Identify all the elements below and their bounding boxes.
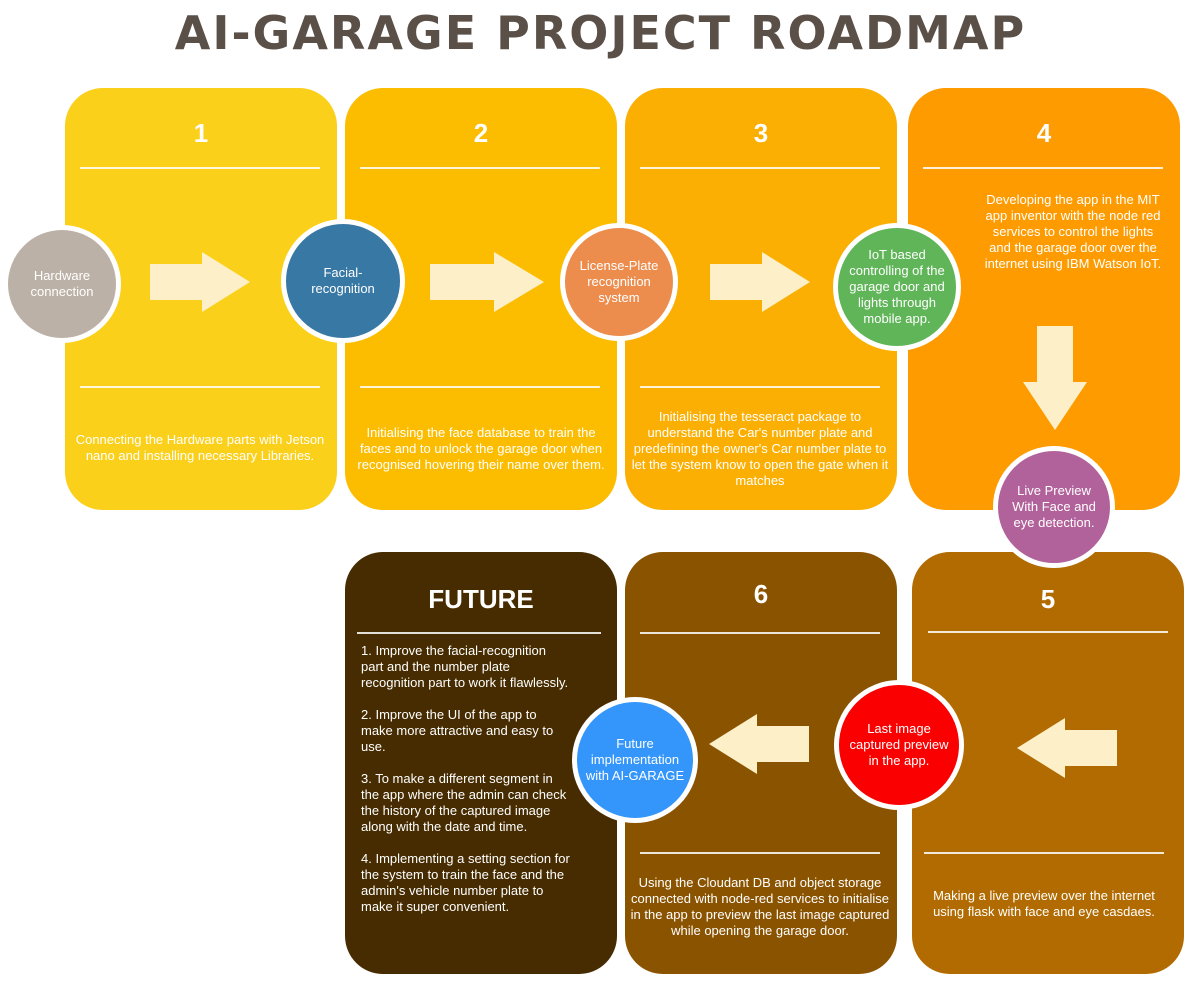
node-facial-recognition: Facial-recognition bbox=[281, 219, 405, 343]
page-title: AI-GARAGE PROJECT ROADMAP bbox=[174, 6, 1027, 60]
node-hardware-connection: Hardware connection bbox=[3, 225, 121, 343]
future-title: FUTURE bbox=[428, 584, 534, 614]
card-description: Connecting the Hardware parts with Jetso… bbox=[75, 432, 325, 463]
divider bbox=[928, 631, 1168, 633]
card-number: 1 bbox=[193, 118, 209, 148]
divider bbox=[360, 386, 600, 388]
node-live-preview: Live Preview With Face and eye detection… bbox=[993, 446, 1115, 568]
divider bbox=[640, 632, 880, 634]
divider bbox=[640, 386, 880, 388]
arrow-right-icon bbox=[150, 252, 250, 312]
node-label: IoT based controlling of the garage door… bbox=[849, 247, 945, 326]
card-description: Making a live preview over the internet … bbox=[933, 888, 1155, 919]
divider bbox=[360, 167, 600, 169]
card-description: Initialising the tesseract package to un… bbox=[631, 409, 889, 488]
arrow-right-icon bbox=[430, 252, 544, 312]
future-card: FUTURE 1. Improve the facial-recognition… bbox=[345, 552, 617, 974]
card-description: Initialising the face database to train … bbox=[357, 425, 605, 472]
divider bbox=[640, 167, 880, 169]
card-number: 6 bbox=[753, 579, 769, 609]
node-label: License-Plate recognition system bbox=[579, 258, 659, 305]
card-number: 3 bbox=[753, 118, 769, 148]
node-label: Future implementation with AI-GARAGE bbox=[585, 736, 685, 783]
node-iot-control: IoT based controlling of the garage door… bbox=[833, 223, 961, 351]
future-list: 1. Improve the facial-recognition part a… bbox=[361, 643, 571, 931]
card-description: Using the Cloudant DB and object storage… bbox=[630, 875, 890, 938]
arrow-down-icon bbox=[1023, 326, 1087, 430]
node-future-implementation: Future implementation with AI-GARAGE bbox=[572, 697, 698, 823]
node-license-plate: License-Plate recognition system bbox=[560, 223, 678, 341]
node-label: Hardware connection bbox=[30, 268, 94, 299]
node-label: Last image captured preview in the app. bbox=[849, 721, 949, 768]
future-item: 1. Improve the facial-recognition part a… bbox=[361, 643, 569, 690]
card-number: 4 bbox=[1036, 118, 1052, 148]
arrow-right-icon bbox=[710, 252, 810, 312]
card-description: Developing the app in the MIT app invent… bbox=[984, 192, 1162, 271]
card-number: 2 bbox=[473, 118, 489, 148]
node-label: Live Preview With Face and eye detection… bbox=[1012, 483, 1096, 530]
future-item: 2. Improve the UI of the app to make mor… bbox=[361, 707, 554, 754]
arrow-left-icon bbox=[1017, 718, 1117, 778]
divider bbox=[357, 632, 601, 634]
divider bbox=[80, 386, 320, 388]
divider bbox=[923, 167, 1163, 169]
node-last-image: Last image captured preview in the app. bbox=[834, 680, 964, 810]
card-number: 5 bbox=[1040, 584, 1056, 614]
divider bbox=[924, 852, 1164, 854]
node-label: Facial-recognition bbox=[311, 265, 375, 296]
divider bbox=[80, 167, 320, 169]
divider bbox=[640, 852, 880, 854]
arrow-left-icon bbox=[709, 714, 809, 774]
future-item: 4. Implementing a setting section for th… bbox=[361, 851, 570, 914]
future-item: 3. To make a different segment in the ap… bbox=[361, 771, 567, 834]
